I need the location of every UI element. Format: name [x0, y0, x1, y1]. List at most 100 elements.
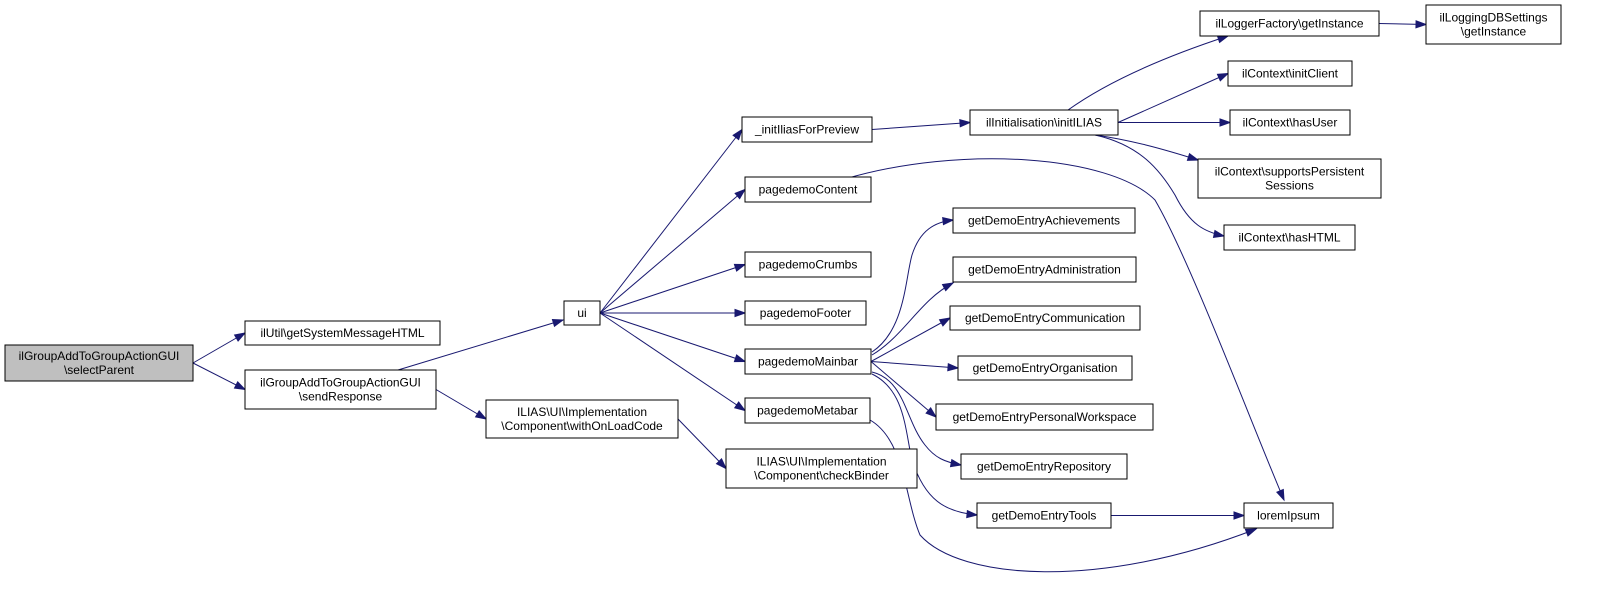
edge-pagedemoMainbar-to-getDemoEntryOrganisation [870, 361, 960, 372]
node-box [744, 397, 871, 424]
edge-pagedemoMainbar-to-getDemoEntryRepository [871, 371, 963, 468]
node-getDemoEntryPersonalWorkspace[interactable]: getDemoEntryPersonalWorkspace [935, 403, 1154, 431]
edge-arrowhead [732, 128, 743, 141]
node-box [744, 176, 872, 203]
edge-line [870, 361, 937, 418]
edge-line [1094, 134, 1225, 237]
edge-arrowhead [734, 188, 747, 200]
node-sendResponse[interactable]: ilGroupAddToGroupActionGUI\sendResponse [244, 369, 437, 410]
node-box [1229, 109, 1351, 136]
edge-ui-to-pagedemoContent [599, 188, 747, 314]
edge-initILIAS-to-hasUser [1118, 118, 1232, 127]
node-getDemoEntryCommunication[interactable]: getDemoEntryCommunication [949, 305, 1141, 331]
edge-withOnLoadCode-to-checkBinder [677, 418, 728, 470]
edge-line [844, 158, 1285, 501]
edge-arrowhead [1276, 488, 1285, 502]
node-box [1425, 4, 1562, 45]
node-initClient[interactable]: ilContext\initClient [1227, 60, 1353, 87]
node-getDemoEntryAdministration[interactable]: getDemoEntryAdministration [952, 256, 1137, 283]
node-label-line: getDemoEntryPersonalWorkspace [953, 410, 1137, 424]
edge-pagedemoMainbar-to-getDemoEntryAchievements [871, 216, 955, 353]
edge-arrowhead [734, 308, 747, 318]
edge-line [870, 317, 951, 362]
node-box [976, 502, 1112, 529]
edge-pagedemoContent-to-loremIpsum [844, 158, 1285, 502]
edge-line [397, 319, 564, 371]
node-box [741, 116, 873, 143]
node-initIliasForPreview[interactable]: _initIliasForPreview [741, 116, 873, 143]
edge-arrowhead [1216, 35, 1230, 44]
node-getDemoEntryOrganisation[interactable]: getDemoEntryOrganisation [957, 355, 1133, 381]
node-box [725, 448, 918, 489]
node-initILIAS[interactable]: ilInitialisation\initILIAS [969, 109, 1119, 136]
node-label-line: ILIAS\UI\Implementation [517, 405, 647, 419]
edge-ui-to-initIliasForPreview [599, 128, 743, 314]
node-root[interactable]: ilGroupAddToGroupActionGUI\selectParent [4, 344, 194, 382]
node-box [949, 305, 1141, 331]
node-box [744, 348, 872, 375]
edge-line [599, 189, 746, 314]
node-withOnLoadCode[interactable]: ILIAS\UI\Implementation\Component\withOn… [485, 399, 679, 439]
edge-arrowhead [942, 216, 955, 226]
node-hasHTML[interactable]: ilContext\hasHTML [1223, 224, 1356, 251]
edge-pagedemoMainbar-to-getDemoEntryCommunication [870, 317, 952, 362]
node-label-line: pagedemoMetabar [757, 404, 858, 418]
edge-line [1094, 134, 1199, 161]
edge-line [871, 219, 954, 353]
edge-arrowhead [733, 263, 747, 272]
node-label-line: getDemoEntryTools [992, 509, 1097, 523]
node-box [957, 355, 1133, 381]
edge-root-to-getSystemMessageHTML [192, 332, 247, 364]
node-hasUser[interactable]: ilContext\hasUser [1229, 109, 1351, 136]
node-getDemoEntryRepository[interactable]: getDemoEntryRepository [960, 453, 1128, 480]
node-label-line: ilContext\supportsPersistent [1215, 165, 1365, 179]
edge-line [599, 312, 746, 362]
node-loggerFactory[interactable]: ilLoggerFactory\getInstance [1199, 10, 1380, 37]
node-label-line: getDemoEntryAchievements [968, 214, 1120, 228]
node-pagedemoCrumbs[interactable]: pagedemoCrumbs [744, 251, 872, 278]
edge-arrowhead [938, 317, 952, 327]
node-box [244, 320, 441, 346]
node-label-line: ilLoggerFactory\getInstance [1215, 17, 1363, 31]
edge-ui-to-pagedemoFooter [600, 308, 747, 318]
node-box [960, 453, 1128, 480]
node-getSystemMessageHTML[interactable]: ilUtil\getSystemMessageHTML [244, 320, 441, 346]
edge-line [599, 129, 743, 314]
node-getDemoEntryTools[interactable]: getDemoEntryTools [976, 502, 1112, 529]
node-loremIpsum[interactable]: loremIpsum [1243, 502, 1334, 529]
edge-arrowhead [1233, 511, 1246, 520]
node-box [744, 251, 872, 278]
edge-pagedemoMetabar-to-loremIpsum [869, 419, 1258, 573]
edge-sendResponse-to-withOnLoadCode [435, 389, 488, 420]
node-pagedemoMetabar[interactable]: pagedemoMetabar [744, 397, 871, 424]
node-getDemoEntryAchievements[interactable]: getDemoEntryAchievements [952, 207, 1136, 234]
node-box [1243, 502, 1334, 529]
edge-arrowhead [925, 406, 938, 418]
edge-line [870, 361, 959, 369]
node-checkBinder[interactable]: ILIAS\UI\Implementation\Component\checkB… [725, 448, 918, 489]
edge-line [599, 312, 746, 411]
edge-line [871, 122, 971, 130]
node-pagedemoFooter[interactable]: pagedemoFooter [744, 300, 867, 326]
node-box [4, 344, 194, 382]
edge-pagedemoMainbar-to-getDemoEntryPersonalWorkspace [870, 361, 938, 418]
node-label-line: pagedemoCrumbs [759, 258, 858, 272]
node-loggingDBSettings[interactable]: ilLoggingDBSettings\getInstance [1425, 4, 1562, 45]
edge-arrowhead [1219, 118, 1232, 127]
node-label-line: _initIliasForPreview [754, 123, 859, 137]
node-ui[interactable]: ui [563, 300, 601, 326]
node-box [952, 256, 1137, 283]
node-pagedemoMainbar[interactable]: pagedemoMainbar [744, 348, 872, 375]
edge-arrowhead [966, 509, 979, 519]
node-label-line: \getInstance [1461, 25, 1527, 39]
node-box [952, 207, 1136, 234]
node-pagedemoContent[interactable]: pagedemoContent [744, 176, 872, 203]
node-box [1197, 158, 1382, 199]
node-box [969, 109, 1119, 136]
edge-line [871, 282, 954, 356]
edges-layer [192, 20, 1428, 573]
edge-arrowhead [949, 458, 963, 468]
edge-initILIAS-to-loggerFactory [1067, 35, 1230, 111]
